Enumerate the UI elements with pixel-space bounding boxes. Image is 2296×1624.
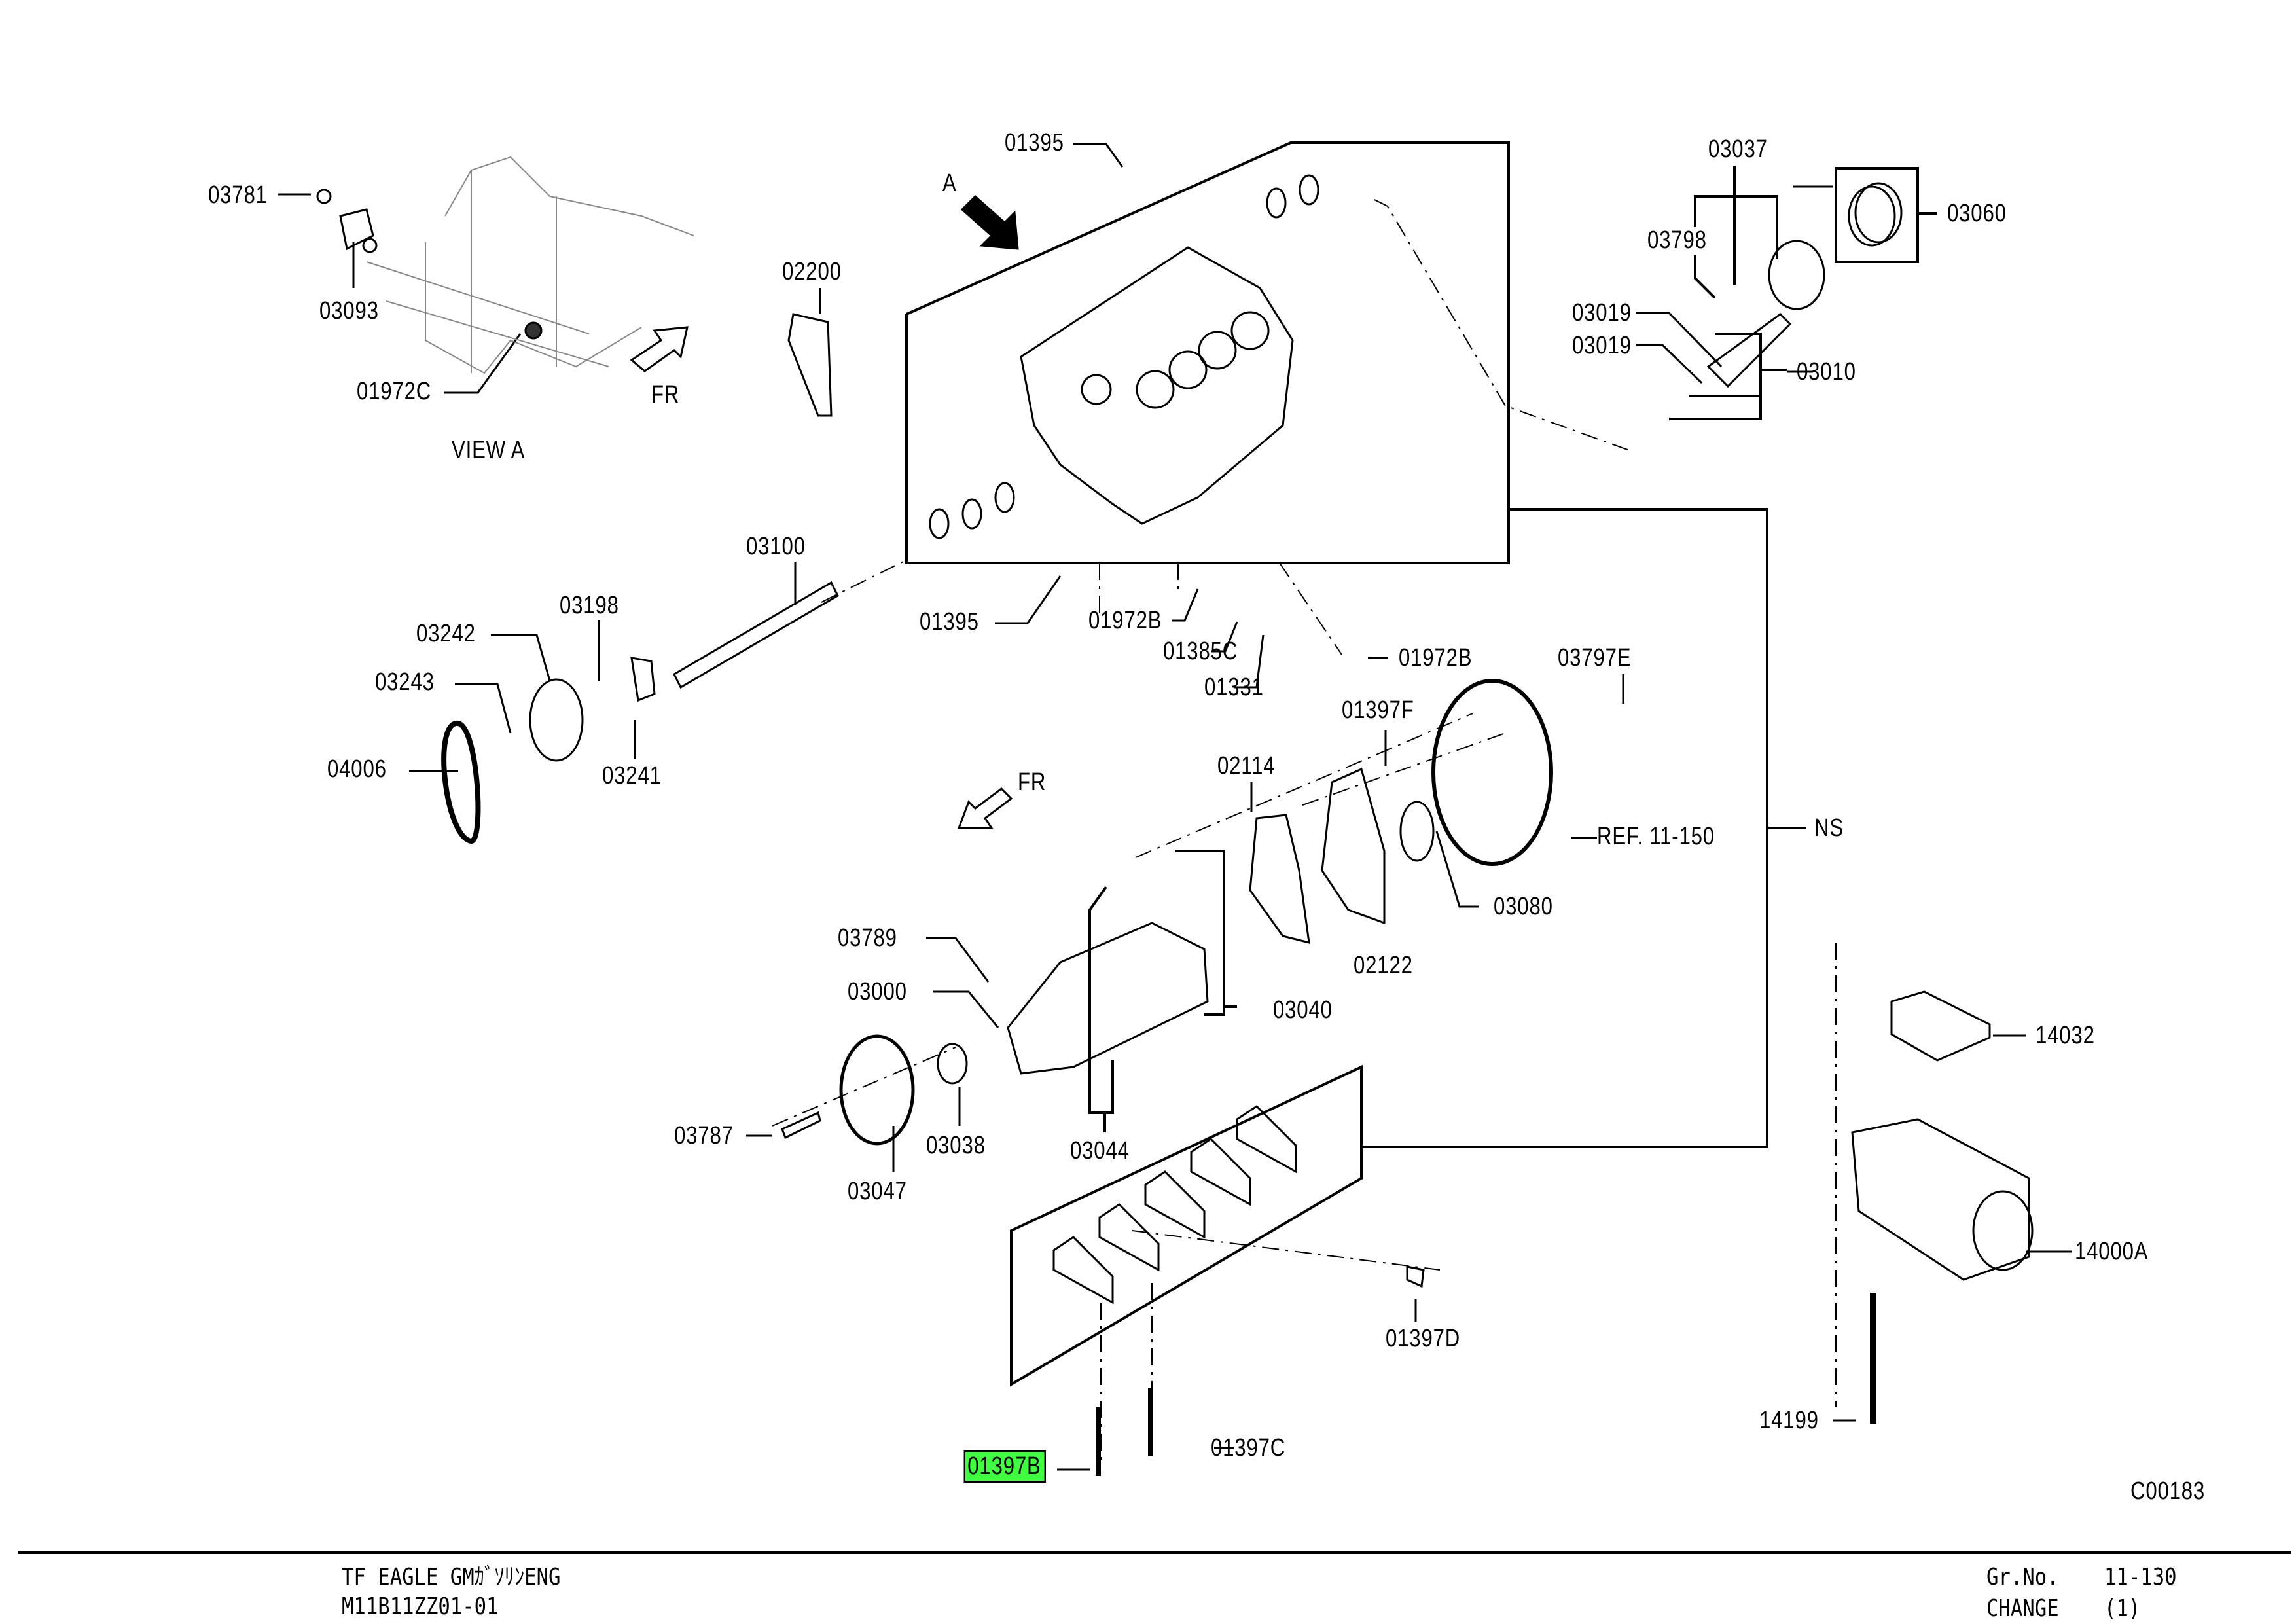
part-label-03010[interactable]: 03010 xyxy=(1797,358,1856,386)
part-label-01397f[interactable]: 01397F xyxy=(1342,696,1414,724)
footer-group-label: Gr.No. xyxy=(1986,1564,2059,1591)
piston-rings-icon xyxy=(1848,182,1903,247)
part-label-02122[interactable]: 02122 xyxy=(1354,952,1413,979)
ns-label: NS xyxy=(1814,814,1844,842)
part-label-03798[interactable]: 03798 xyxy=(1647,226,1707,254)
fr-label-mid: FR xyxy=(1018,768,1047,796)
fr-label-top: FR xyxy=(651,381,680,408)
cam-bearings-front-icon xyxy=(929,482,1015,539)
part-label-03000[interactable]: 03000 xyxy=(848,978,907,1005)
thrust-plate-03241-icon xyxy=(630,657,656,702)
footer-title: TF EAGLE GMｶﾞｿﾘﾝENG xyxy=(342,1564,561,1591)
part-label-03797e[interactable]: 03797E xyxy=(1558,644,1632,672)
bearing-caps-icon xyxy=(1052,1105,1297,1305)
rear-seal-03080-icon xyxy=(1399,801,1435,862)
crank-pulley-icon xyxy=(839,1034,915,1146)
camshaft-icon xyxy=(673,581,839,689)
gasket-02114-icon xyxy=(1249,814,1310,944)
part-label-14199[interactable]: 14199 xyxy=(1759,1407,1819,1434)
part-label-02200[interactable]: 02200 xyxy=(782,258,842,285)
part-label-03198[interactable]: 03198 xyxy=(560,592,619,619)
block-kit-frame xyxy=(905,141,1510,564)
cam-bearings-rear-icon xyxy=(1266,174,1319,219)
ref-label[interactable]: REF. 11-150 xyxy=(1597,823,1715,850)
part-label-03060[interactable]: 03060 xyxy=(1947,200,2007,227)
part-label-04006[interactable]: 04006 xyxy=(327,755,387,783)
part-label-01397b-selected[interactable]: 01397B xyxy=(963,1450,1047,1483)
part-label-14032[interactable]: 14032 xyxy=(2036,1022,2095,1049)
part-label-01397c[interactable]: 01397C xyxy=(1211,1434,1286,1462)
part-label-01385c[interactable]: 01385C xyxy=(1163,638,1238,665)
view-a-block-illustration xyxy=(366,156,694,374)
crank-sprocket-icon xyxy=(937,1043,968,1085)
footer-model-code: M11B11ZZ01-01 xyxy=(342,1593,499,1620)
part-label-03789[interactable]: 03789 xyxy=(838,924,897,952)
part-label-01331[interactable]: 01331 xyxy=(1204,674,1264,701)
view-a-caption: VIEW A xyxy=(452,437,526,464)
footer-change-value: (1) xyxy=(2104,1595,2141,1622)
part-label-01972b-a[interactable]: 01972B xyxy=(1088,607,1162,634)
part-label-01395-top[interactable]: 01395 xyxy=(1005,129,1064,156)
piston-icon xyxy=(1768,240,1825,310)
part-label-02114[interactable]: 02114 xyxy=(1217,752,1276,780)
piston-ring-frame xyxy=(1835,167,1919,263)
bearing-cap-frame xyxy=(1010,1064,1363,1387)
fr-arrow-mid-icon xyxy=(957,787,1013,829)
part-label-03093[interactable]: 03093 xyxy=(319,297,379,325)
part-label-03241[interactable]: 03241 xyxy=(602,762,662,789)
view-a-arrow-icon xyxy=(960,194,1019,250)
part-label-01972b-b[interactable]: 01972B xyxy=(1399,644,1473,672)
part-label-03038[interactable]: 03038 xyxy=(926,1132,986,1159)
bolt-01397d-icon xyxy=(1406,1265,1425,1288)
part-label-03100[interactable]: 03100 xyxy=(746,533,806,560)
part-label-03781[interactable]: 03781 xyxy=(208,181,268,209)
part-label-03080[interactable]: 03080 xyxy=(1494,893,1553,920)
gasket-02200-icon xyxy=(787,313,833,417)
cam-sprocket-icon xyxy=(529,678,584,762)
rear-cover-02122-icon xyxy=(1321,767,1386,925)
starter-motor-icon xyxy=(1851,1118,2034,1281)
part-label-03242[interactable]: 03242 xyxy=(416,620,476,647)
engine-block-illustration xyxy=(1020,246,1294,525)
timing-chain-icon xyxy=(441,721,481,844)
part-label-03040[interactable]: 03040 xyxy=(1273,996,1333,1024)
part-label-03019-b[interactable]: 03019 xyxy=(1572,332,1632,359)
plug-01972c-icon xyxy=(524,321,543,340)
part-label-14000a[interactable]: 14000A xyxy=(2075,1238,2149,1265)
part-label-03037[interactable]: 03037 xyxy=(1708,135,1768,163)
connecting-rod-icon xyxy=(1706,313,1792,388)
starter-shield-14032-icon xyxy=(1890,990,1991,1062)
sensor-03093-icon xyxy=(339,208,378,253)
part-label-03019-a[interactable]: 03019 xyxy=(1572,299,1632,327)
bolt-03781-icon xyxy=(316,189,332,204)
footer-group-value: 11-130 xyxy=(2104,1564,2177,1591)
drawing-code: C00183 xyxy=(2130,1477,2206,1505)
part-label-01972c[interactable]: 01972C xyxy=(357,378,432,405)
part-label-03047[interactable]: 03047 xyxy=(848,1178,907,1205)
pulley-bolt-icon xyxy=(781,1111,821,1140)
view-a-marker: A xyxy=(942,170,957,197)
part-label-01395-low[interactable]: 01395 xyxy=(920,608,979,636)
crankshaft-icon xyxy=(1007,922,1209,1075)
part-label-01397d[interactable]: 01397D xyxy=(1386,1325,1461,1352)
flexplate-icon xyxy=(1431,679,1553,866)
part-label-03243[interactable]: 03243 xyxy=(375,668,435,696)
footer-divider xyxy=(18,1551,2291,1554)
part-label-03044[interactable]: 03044 xyxy=(1070,1137,1130,1164)
footer-change-label: CHANGE xyxy=(1986,1595,2059,1622)
part-label-03787[interactable]: 03787 xyxy=(674,1122,734,1149)
fr-arrow-top-icon xyxy=(630,326,689,372)
